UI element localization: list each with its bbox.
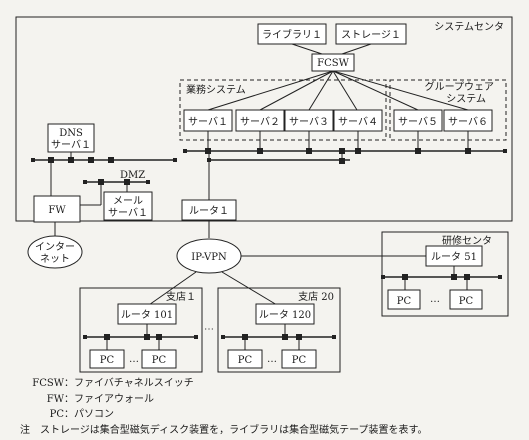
server-lan-bus [183, 148, 507, 154]
legend-sep: ： [64, 393, 74, 405]
router-101-label: ルータ 101 [121, 309, 173, 321]
branch-1-pc-2-label: PC [152, 355, 167, 366]
server-6-label: サーバ６ [448, 116, 488, 128]
branch-20-pc-1-label: PC [238, 355, 253, 366]
legend-note: 注ストレージは集合型磁気ディスク装置を，ライブラリは集合型磁気テープ装置を表す。 [20, 423, 428, 439]
legend-key: PC [49, 409, 64, 420]
branch-1-lan-bus [83, 334, 198, 340]
branch-1-pc-2 [141, 349, 177, 369]
server-4-label: サーバ４ [338, 116, 378, 128]
dns-server-box [47, 123, 95, 153]
ipvpn-label: IP-VPN [191, 252, 227, 263]
server-3: サーバ３ [284, 109, 334, 132]
outer-lan-bus [31, 157, 177, 163]
router-120-label: ルータ 120 [259, 309, 311, 321]
legend-row-pc: PC：パソコン [20, 407, 428, 423]
ipvpn-to-branch1 [145, 271, 197, 308]
training-pc-2-label: PC [459, 296, 474, 307]
internet-label-line2: ネット [40, 253, 70, 265]
legend-key: FCSW [32, 378, 64, 389]
server-5-label: サーバ５ [398, 116, 438, 128]
mail-server-box [103, 191, 153, 221]
internet-cloud [27, 235, 83, 269]
mail-label-line1: メール [113, 196, 143, 207]
server-1: サーバ１ [183, 109, 233, 132]
fcsw-label: FCSW [317, 58, 349, 69]
legend-row-fw: FW：ファイアウォール [20, 392, 428, 408]
ipvpn-to-branch20 [221, 271, 283, 309]
legend-text: パソコン [74, 409, 114, 420]
branch-20-pc-1 [227, 349, 263, 369]
fw-box [33, 195, 81, 223]
branch-1-pc-1 [89, 349, 125, 369]
router-1-label: ルータ１ [189, 205, 229, 217]
storage-fcsw-link [341, 43, 372, 55]
legend-key: FW [46, 393, 64, 405]
system-center-frame [15, 16, 513, 222]
branch-1-label: 支店１ [166, 290, 196, 303]
training-pc-ellipsis: … [430, 294, 440, 305]
library-label: ライブラリ１ [262, 28, 322, 41]
branch-20-lan-bus [221, 334, 336, 340]
fw-label: FW [48, 205, 66, 216]
training-pc-1-label: PC [397, 296, 412, 307]
system-center-label: システムセンタ [434, 21, 504, 33]
dmz-label: DMZ [120, 170, 145, 181]
storage-label: ストレージ１ [341, 30, 401, 41]
legend-text: ファイアウォール [74, 393, 154, 405]
branch-20-label: 支店 20 [298, 290, 334, 303]
branch-1-pc-ellipsis: … [129, 354, 139, 365]
branch-20-pc-ellipsis: … [267, 354, 277, 365]
server-2-label: サーバ２ [240, 116, 280, 128]
server-3-label: サーバ３ [289, 116, 329, 128]
legend-sep: ： [64, 409, 74, 420]
training-center-frame [381, 231, 509, 317]
groupware-label-line2: システム [446, 93, 486, 105]
dns-label-line2: サーバ１ [51, 139, 91, 151]
server-6: サーバ６ [443, 109, 493, 132]
groupware-system-group [389, 79, 507, 141]
business-system-label: 業務システム [186, 83, 246, 96]
branch-1-frame [79, 287, 203, 373]
legend-sep: ： [64, 378, 74, 389]
branch-20-frame [217, 287, 341, 373]
legend: FCSW：ファイバチャネルスイッチ FW：ファイアウォール PC：パソコン 注ス… [20, 376, 428, 438]
server-2: サーバ２ [235, 109, 285, 132]
legend-row-fcsw: FCSW：ファイバチャネルスイッチ [20, 376, 428, 392]
fcsw-server-links [207, 70, 469, 111]
router-51-label: ルータ 51 [431, 251, 477, 263]
branch-1-pc-1-label: PC [100, 355, 115, 366]
library-fcsw-link [291, 43, 323, 55]
training-lan-bus [381, 274, 502, 280]
legend-text: ファイバチャネルスイッチ [74, 378, 194, 389]
branch-20-pc-2 [281, 349, 317, 369]
server-1-label: サーバ１ [188, 116, 228, 128]
branches-ellipsis: ⋯ [204, 324, 214, 335]
internet-label-line1: インター [35, 241, 75, 253]
training-pc-2 [449, 289, 483, 310]
note-text: ストレージは集合型磁気ディスク装置を，ライブラリは集合型磁気テープ装置を表す。 [40, 424, 428, 436]
groupware-label-line1: グループウェア [425, 80, 494, 93]
note-key: 注 [20, 424, 30, 436]
server-lan-drops [207, 131, 469, 151]
server-5: サーバ５ [393, 109, 443, 132]
branch-20-pc-2-label: PC [292, 355, 307, 366]
training-center-label: 研修センタ [442, 234, 492, 247]
mail-label-line2: サーバ１ [108, 207, 148, 219]
training-pc-1 [387, 289, 421, 310]
server-4: サーバ４ [333, 109, 383, 132]
dns-label-line1: DNS [59, 128, 83, 139]
